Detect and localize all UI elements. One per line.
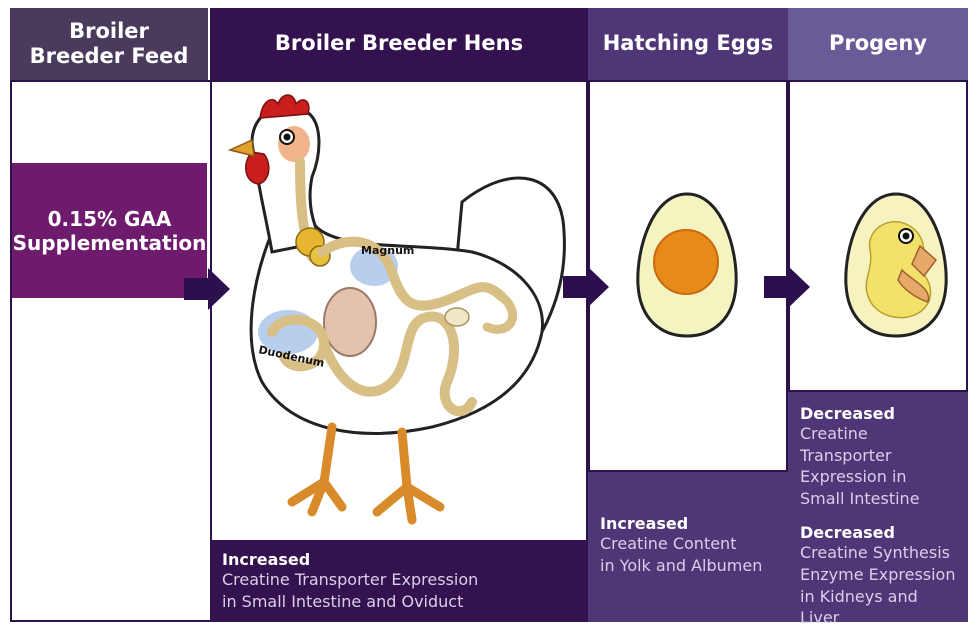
progeny-effect1-heading: Decreased: [800, 404, 895, 423]
hens-header: Broiler Breeder Hens: [210, 8, 588, 80]
progeny-effect1-line1: Creatine Transporter: [800, 424, 892, 465]
magnum-label: Magnum: [361, 244, 415, 257]
hens-effect-line1: Creatine Transporter Expression: [222, 570, 479, 589]
feed-header: Broiler Breeder Feed: [10, 8, 208, 80]
progeny-effect2-heading: Decreased: [800, 523, 895, 543]
progeny-effect-box: Decreased Creatine Transporter Expressio…: [788, 392, 968, 627]
supplement-box: 0.15% GAA Supplementation: [12, 163, 207, 298]
eggs-effect-line2: in Yolk and Albumen: [600, 555, 763, 575]
embryo-egg-icon: [844, 192, 948, 338]
hens-effect-line2: in Small Intestine and Oviduct: [222, 591, 464, 611]
progeny-effect2-line1: Creatine Synthesis: [800, 543, 950, 563]
arrow-hens-to-eggs: [563, 266, 609, 308]
progeny-effect1-line2: Expression in: [800, 467, 907, 487]
progeny-header: Progeny: [788, 8, 968, 80]
eggs-header: Hatching Eggs: [588, 8, 788, 80]
progeny-effect1-line3: Small Intestine: [800, 488, 920, 508]
progeny-effect2-line3: in Kidneys and Liver: [800, 586, 918, 628]
hen-illustration: [227, 94, 566, 525]
egg-icon: [636, 192, 738, 338]
feed-panel: [10, 80, 210, 622]
eggs-effect-line1: Creatine Content: [600, 534, 737, 553]
eggs-effect-heading: Increased: [600, 514, 689, 533]
arrow-eggs-to-progeny: [764, 266, 810, 308]
hens-effect-box: Increased Creatine Transporter Expressio…: [210, 540, 588, 622]
progeny-effect2-line2: Enzyme Expression: [800, 564, 956, 584]
eggs-effect-box: Increased Creatine Content in Yolk and A…: [588, 472, 788, 622]
arrow-feed-to-hens: [184, 268, 230, 310]
hens-effect-heading: Increased: [222, 550, 311, 569]
